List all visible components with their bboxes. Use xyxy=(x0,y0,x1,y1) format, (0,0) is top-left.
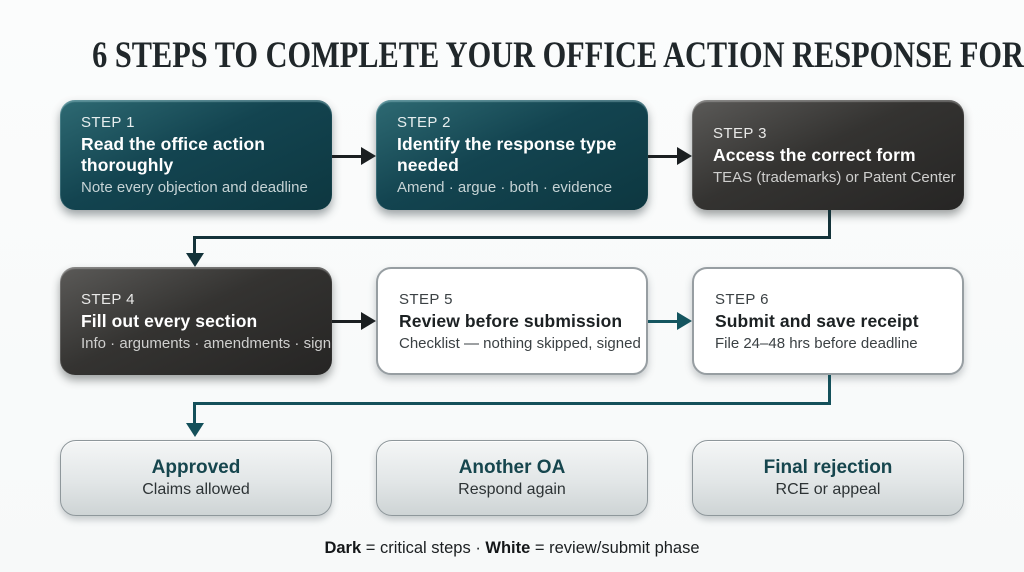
arrow-head-right-icon xyxy=(677,312,692,330)
step-3-title: Access the correct form xyxy=(713,144,916,165)
legend-white-term: White xyxy=(485,539,531,557)
outcome-another-oa-title: Another OA xyxy=(458,457,566,478)
connector-segment-horizontal xyxy=(193,236,831,239)
step-6-title: Submit and save receipt xyxy=(715,310,919,331)
step-1-title: Read the office action thoroughly xyxy=(81,134,266,175)
arrow-line xyxy=(332,154,364,158)
arrow-head-down-icon xyxy=(185,423,204,437)
step-1-label: STEP 1 xyxy=(81,114,135,131)
legend: Dark = critical steps · White = review/s… xyxy=(0,539,1024,558)
connector-segment-vertical xyxy=(828,375,831,405)
outcome-approved-subtitle: Claims allowed xyxy=(142,481,250,498)
connector-segment-vertical xyxy=(193,236,196,256)
arrow-step4-to-step5 xyxy=(332,312,376,330)
step-5-box: STEP 5 Review before submission Checklis… xyxy=(376,267,648,375)
step-5-title: Review before submission xyxy=(399,310,623,331)
outcome-approved-box: Approved Claims allowed xyxy=(60,440,332,516)
step-4-title: Fill out every section xyxy=(81,310,258,331)
connector-segment-horizontal xyxy=(193,402,831,405)
arrow-step2-to-step3 xyxy=(648,147,692,165)
legend-dark-term: Dark xyxy=(324,539,362,557)
arrow-line xyxy=(332,319,364,323)
step-3-box: STEP 3 Access the correct form TEAS (tra… xyxy=(692,100,964,210)
step-2-label: STEP 2 xyxy=(397,114,451,131)
step-6-subtitle: File 24–48 hrs before deadline xyxy=(715,334,918,352)
outcome-another-oa-box: Another OA Respond again xyxy=(376,440,648,516)
step-5-subtitle: Checklist — nothing skipped, signed xyxy=(399,334,641,352)
step-1-subtitle: Note every objection and deadline xyxy=(81,179,308,196)
connector-segment-vertical xyxy=(193,402,196,424)
legend-white-desc: = review/submit phase xyxy=(530,539,700,557)
step-2-box: STEP 2 Identify the response type needed… xyxy=(376,100,648,210)
step-3-subtitle: TEAS (trademarks) or Patent Center xyxy=(713,168,956,186)
outcome-final-rejection-subtitle: RCE or appeal xyxy=(775,481,881,498)
step-4-subtitle: Info · arguments · amendments · sign xyxy=(81,334,332,352)
step-3-label: STEP 3 xyxy=(713,124,767,142)
step-6-label: STEP 6 xyxy=(715,290,769,308)
step-2-subtitle: Amend · argue · both · evidence xyxy=(397,179,613,196)
page-title: 6 STEPS TO COMPLETE YOUR OFFICE ACTION R… xyxy=(92,35,1024,76)
arrow-step1-to-step2 xyxy=(332,147,376,165)
arrow-head-right-icon xyxy=(361,312,376,330)
outcome-approved-title: Approved xyxy=(151,457,241,478)
step-6-box: STEP 6 Submit and save receipt File 24–4… xyxy=(692,267,964,375)
arrow-line xyxy=(648,154,680,158)
outcome-another-oa-subtitle: Respond again xyxy=(458,481,566,498)
step-2-title: Identify the response type needed xyxy=(397,134,617,175)
arrow-head-right-icon xyxy=(677,147,692,165)
arrow-head-right-icon xyxy=(361,147,376,165)
legend-dark-desc: = critical steps · xyxy=(361,539,486,557)
outcome-final-rejection-title: Final rejection xyxy=(763,457,893,478)
arrow-step5-to-step6 xyxy=(648,312,692,330)
step-5-label: STEP 5 xyxy=(399,290,453,308)
step-4-label: STEP 4 xyxy=(81,290,135,308)
connector-segment-vertical xyxy=(828,210,831,239)
outcome-final-rejection-box: Final rejection RCE or appeal xyxy=(692,440,964,516)
arrow-head-down-icon xyxy=(185,253,204,267)
step-1-box: STEP 1 Read the office action thoroughly… xyxy=(60,100,332,210)
step-4-box: STEP 4 Fill out every section Info · arg… xyxy=(60,267,332,375)
arrow-line xyxy=(648,319,680,323)
